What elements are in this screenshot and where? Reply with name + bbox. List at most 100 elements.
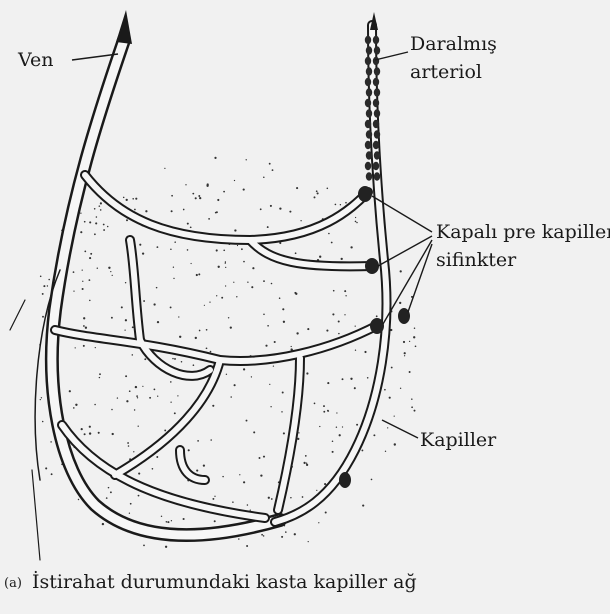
stipple-dot xyxy=(263,280,265,282)
stipple-dot xyxy=(241,248,243,250)
stipple-dot xyxy=(400,388,401,389)
stipple-dot xyxy=(142,386,143,387)
stipple-dot xyxy=(316,190,318,192)
stipple-dot xyxy=(246,545,248,547)
stipple-dot xyxy=(149,397,151,399)
stipple-dot xyxy=(126,219,128,221)
stipple-dot xyxy=(121,306,123,308)
stipple-dot xyxy=(267,226,269,228)
stipple-dot xyxy=(95,347,96,348)
stipple-dot xyxy=(89,432,91,434)
stipple-dot xyxy=(177,395,178,396)
stipple-dot xyxy=(170,306,172,308)
stipple-dot xyxy=(100,209,102,211)
sphincter-1 xyxy=(358,186,372,202)
arteriole-muscle-bead xyxy=(365,162,371,170)
arteriole-muscle-bead xyxy=(374,172,380,180)
arteriole-muscle-bead xyxy=(373,78,379,86)
stipple-dot xyxy=(305,455,307,457)
stipple-dot xyxy=(414,410,416,412)
stipple-dot xyxy=(206,347,208,349)
stipple-dot xyxy=(111,317,113,319)
stipple-dot xyxy=(323,411,325,413)
stipple-dot xyxy=(188,449,190,451)
stipple-dot xyxy=(273,365,274,366)
stipple-dot xyxy=(167,521,169,523)
stipple-dot xyxy=(250,509,251,510)
stipple-dot xyxy=(355,325,356,326)
arteriole-muscle-bead xyxy=(374,151,380,159)
stipple-dot xyxy=(415,345,417,347)
arteriole-muscle-bead xyxy=(366,151,372,159)
stipple-dot xyxy=(142,252,144,254)
stipple-dot xyxy=(126,199,128,201)
stipple-dot xyxy=(270,205,272,207)
stipple-dot xyxy=(210,439,212,441)
caption-text: İstirahat durumundaki kasta kapiller ağ xyxy=(32,570,417,593)
sphincter-3 xyxy=(370,318,384,334)
stipple-dot xyxy=(221,297,223,299)
stipple-dot xyxy=(306,372,308,374)
arteriole-muscle-bead xyxy=(374,109,380,117)
stipple-dot xyxy=(362,505,364,507)
arteriole-muscle-bead xyxy=(373,99,379,107)
stipple-dot xyxy=(339,434,341,436)
stipple-dot xyxy=(216,249,218,251)
stipple-dot xyxy=(103,229,105,231)
stipple-dot xyxy=(152,468,154,470)
stipple-dot xyxy=(295,252,297,254)
stipple-dot xyxy=(106,497,108,499)
stipple-dot xyxy=(265,345,267,347)
stipple-dot xyxy=(139,244,141,246)
stipple-dot xyxy=(344,314,345,315)
stipple-dot xyxy=(75,347,76,348)
stipple-dot xyxy=(281,536,283,538)
stipple-dot xyxy=(232,501,234,503)
stipple-dot xyxy=(174,241,176,243)
stipple-dot xyxy=(228,317,229,318)
stipple-dot xyxy=(171,195,173,197)
stipple-dot xyxy=(289,211,291,213)
stipple-dot xyxy=(85,327,87,329)
label-arteriol-line1: Daralmış xyxy=(410,33,497,55)
stipple-dot xyxy=(130,503,132,505)
stipple-dot xyxy=(327,410,329,412)
stipple-dot xyxy=(344,290,346,292)
stipple-dot xyxy=(183,209,185,211)
stipple-dot xyxy=(156,287,158,289)
stipple-dot xyxy=(306,462,307,463)
stipple-dot xyxy=(236,296,237,297)
stipple-dot xyxy=(94,208,96,210)
vein-arrow-icon xyxy=(116,10,132,44)
stipple-dot xyxy=(43,285,45,287)
stipple-dot xyxy=(333,290,335,292)
stipple-dot xyxy=(198,195,200,197)
stipple-dot xyxy=(225,262,226,263)
stipple-dot xyxy=(210,351,212,353)
stipple-dot xyxy=(364,351,366,353)
stipple-dot xyxy=(391,367,393,369)
arteriole-muscle-bead xyxy=(365,57,371,65)
stipple-dot xyxy=(171,210,173,212)
stipple-dot xyxy=(73,271,75,273)
stipple-dot xyxy=(314,196,316,198)
stipple-dot xyxy=(170,402,171,403)
stipple-dot xyxy=(96,216,98,218)
stipple-dot xyxy=(171,520,172,521)
stipple-dot xyxy=(125,375,127,377)
stipple-dot xyxy=(138,426,139,427)
stipple-dot xyxy=(73,407,75,409)
stipple-dot xyxy=(328,233,330,235)
stipple-dot xyxy=(153,303,155,305)
stipple-dot xyxy=(283,432,285,434)
stipple-dot xyxy=(253,431,255,433)
stipple-dot xyxy=(345,295,346,296)
stipple-dot xyxy=(222,476,223,477)
stipple-dot xyxy=(252,267,254,269)
stipple-dot xyxy=(237,245,238,246)
stipple-dot xyxy=(367,377,369,379)
stipple-dot xyxy=(170,248,172,250)
stipple-dot xyxy=(195,337,197,339)
stipple-dot xyxy=(190,226,192,228)
stipple-dot xyxy=(302,496,304,498)
